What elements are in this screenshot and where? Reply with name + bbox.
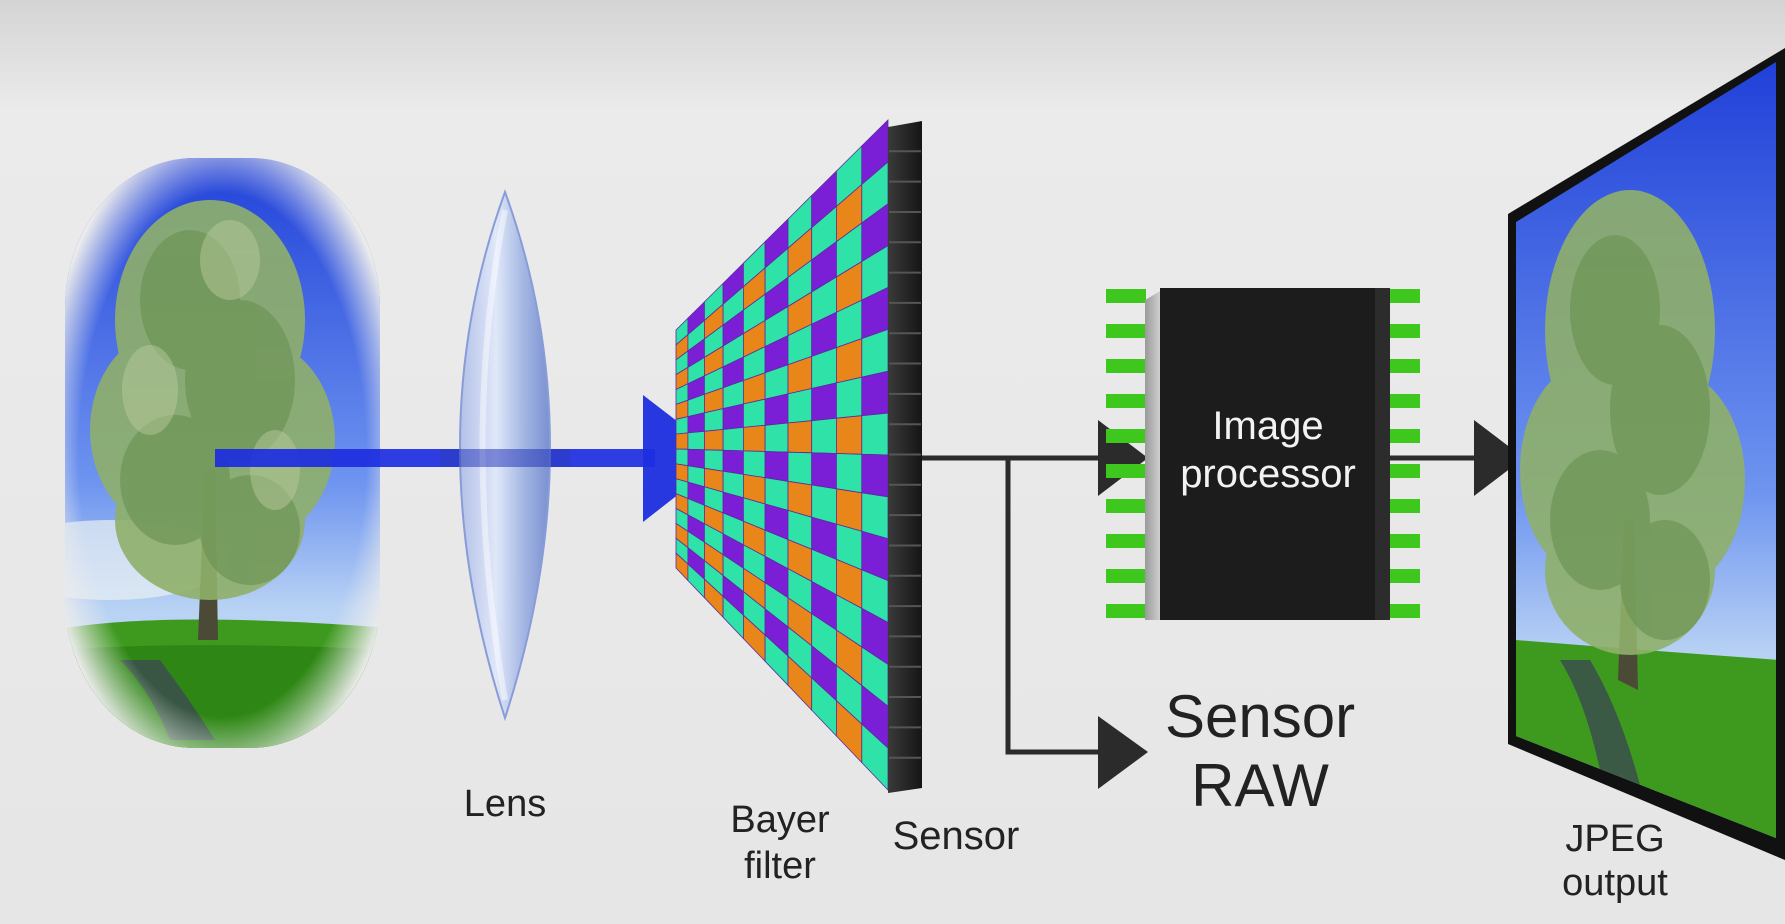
bayer-cell bbox=[764, 393, 789, 426]
bayer-cell bbox=[861, 453, 889, 498]
chip-pin bbox=[1106, 464, 1146, 478]
bayer-cell bbox=[787, 387, 813, 424]
bayer-cell bbox=[743, 398, 766, 428]
bayer-cell bbox=[675, 448, 689, 467]
sensor-label: Sensor bbox=[892, 814, 1020, 858]
chip-pin bbox=[1390, 569, 1420, 583]
bayer-cell bbox=[743, 450, 766, 479]
arrow-into-raw bbox=[1098, 716, 1148, 789]
bayer-filter-grid bbox=[675, 119, 889, 791]
bayer-cell bbox=[743, 424, 766, 452]
bayer-cell bbox=[861, 370, 889, 417]
bayer-cell bbox=[836, 376, 863, 419]
image-processor-label: Image processor bbox=[1180, 404, 1356, 496]
chip-pin bbox=[1106, 394, 1146, 408]
bayer-cell bbox=[687, 430, 705, 451]
bayer-cell bbox=[764, 422, 789, 453]
jpeg-output-label: JPEG output bbox=[1562, 818, 1668, 904]
chip-pin bbox=[1106, 289, 1146, 303]
chip-pin bbox=[1106, 604, 1146, 618]
light-beam-in-lens bbox=[440, 449, 570, 467]
bayer-cell bbox=[861, 412, 889, 456]
bayer-cell bbox=[787, 420, 813, 454]
lens-label: Lens bbox=[463, 783, 547, 825]
bayer-cell bbox=[836, 415, 863, 455]
chip-pin bbox=[1106, 534, 1146, 548]
chip-pin bbox=[1390, 464, 1420, 478]
bayer-filter-label: Bayer filter bbox=[730, 799, 830, 887]
chip-pin bbox=[1390, 534, 1420, 548]
sensor-raw-label: Sensor RAW bbox=[1164, 683, 1356, 819]
bayer-cell bbox=[861, 492, 889, 540]
signal-paths bbox=[922, 455, 1480, 755]
sensor-strip bbox=[888, 121, 922, 793]
sensor-to-raw-line bbox=[1005, 458, 1110, 755]
chip-pin bbox=[1390, 604, 1420, 618]
chip-pin bbox=[1106, 324, 1146, 338]
chip-pin bbox=[1106, 359, 1146, 373]
bayer-cell bbox=[787, 451, 813, 486]
bayer-cell bbox=[704, 449, 724, 472]
bayer-cell bbox=[811, 382, 837, 422]
light-beam bbox=[215, 449, 655, 467]
bayer-cell bbox=[811, 452, 837, 490]
chip-pin bbox=[1390, 499, 1420, 513]
bayer-cell bbox=[722, 426, 744, 452]
bayer-cell bbox=[836, 453, 863, 494]
jpeg-output-screen bbox=[1508, 48, 1785, 860]
image-processor-chip bbox=[1106, 288, 1420, 620]
bayer-cell bbox=[811, 417, 837, 454]
bayer-cell bbox=[704, 408, 724, 432]
bayer-cell bbox=[687, 412, 705, 434]
chip-pin bbox=[1390, 324, 1420, 338]
chip-pin bbox=[1106, 429, 1146, 443]
arrow-into-jpeg bbox=[1474, 420, 1524, 496]
bayer-cell bbox=[675, 416, 689, 435]
bayer-cell bbox=[722, 403, 744, 430]
chip-pin bbox=[1390, 429, 1420, 443]
chip-pin bbox=[1390, 359, 1420, 373]
bayer-cell bbox=[764, 451, 789, 482]
chip-pin bbox=[1106, 499, 1146, 513]
bayer-cell bbox=[722, 449, 744, 475]
chip-pin bbox=[1106, 569, 1146, 583]
bayer-cell bbox=[704, 429, 724, 451]
chip-pin bbox=[1390, 394, 1420, 408]
bayer-cell bbox=[687, 448, 705, 469]
bayer-cell bbox=[675, 432, 689, 450]
chip-pin bbox=[1390, 289, 1420, 303]
